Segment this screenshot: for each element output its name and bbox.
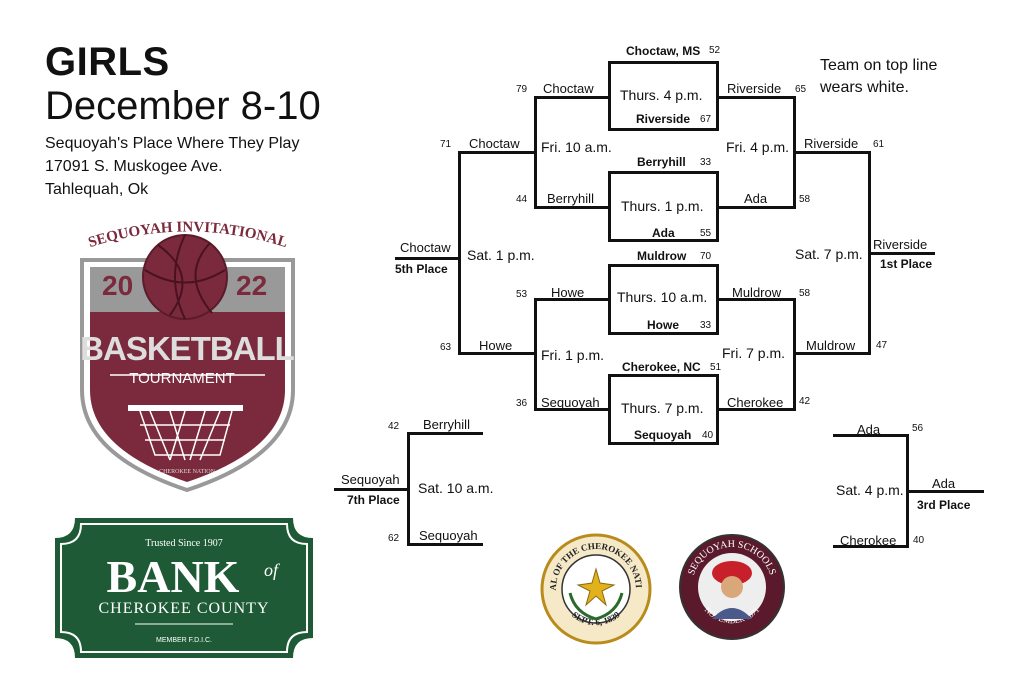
- score: 71: [440, 139, 452, 150]
- score: 58: [799, 194, 811, 205]
- place-label: 7th Place: [347, 493, 400, 507]
- team-name: Berryhill: [637, 155, 686, 169]
- team-name: Choctaw: [543, 81, 594, 96]
- place-label: 3rd Place: [917, 498, 971, 512]
- game-time: Sat. 4 p.m.: [836, 482, 904, 498]
- svg-text:BASKETBALL: BASKETBALL: [80, 330, 294, 367]
- score: 56: [912, 423, 924, 434]
- team-name: Riverside: [804, 136, 859, 151]
- game-time: Sat. 7 p.m.: [795, 246, 863, 262]
- team-name: Choctaw, MS: [626, 44, 701, 58]
- score: 40: [913, 535, 925, 546]
- score: 62: [388, 533, 400, 544]
- score: 55: [700, 228, 712, 239]
- team-name: Ada: [857, 422, 881, 437]
- game-time: Fri. 7 p.m.: [722, 345, 786, 361]
- team-name: Sequoyah: [634, 428, 692, 442]
- score: 51: [710, 362, 722, 373]
- place-label: 5th Place: [395, 262, 448, 276]
- score: 61: [873, 139, 885, 150]
- score: 52: [709, 45, 721, 56]
- place-label: 1st Place: [880, 257, 933, 271]
- score: 63: [440, 342, 452, 353]
- star-icon: [576, 567, 616, 607]
- winner-name: Choctaw: [400, 240, 451, 255]
- tournament-logo: SEQUOYAH INVITATIONAL 20 22 BASKETBALL T…: [70, 215, 305, 495]
- score: 33: [700, 320, 712, 331]
- score: 65: [795, 84, 807, 95]
- game-time: Thurs. 4 p.m.: [620, 87, 703, 103]
- cherokee-nation-seal: SEAL OF THE CHEROKEE NATION SEPT. 6, 183…: [536, 525, 652, 645]
- score: 40: [702, 430, 714, 441]
- team-name: Ada: [744, 191, 768, 206]
- team-name: Riverside: [636, 112, 691, 126]
- svg-text:CHEROKEE NATION: CHEROKEE NATION: [159, 469, 215, 475]
- game-time: Thurs. 1 p.m.: [621, 198, 704, 214]
- score: 33: [700, 157, 712, 168]
- team-name: Cherokee: [840, 533, 897, 548]
- svg-text:BANK: BANK: [107, 551, 240, 602]
- svg-text:20: 20: [102, 270, 133, 301]
- team-name: Choctaw: [469, 136, 520, 151]
- team-name: Sequoyah: [541, 395, 600, 410]
- team-name: Berryhill: [547, 191, 594, 206]
- venue-street: 17091 S. Muskogee Ave.: [45, 158, 223, 175]
- turban-icon: [712, 561, 752, 585]
- venue-city: Tahlequah, Ok: [45, 181, 149, 198]
- svg-text:TOURNAMENT: TOURNAMENT: [129, 370, 235, 387]
- team-name: Cherokee, NC: [622, 360, 701, 374]
- team-name: Muldrow: [806, 338, 856, 353]
- score: 53: [516, 289, 528, 300]
- score: 58: [799, 288, 811, 299]
- score: 44: [516, 194, 528, 205]
- team-name: Riverside: [727, 81, 782, 96]
- tournament-dates: December 8-10: [45, 84, 321, 128]
- game-time: Sat. 1 p.m.: [467, 247, 535, 263]
- game-time: Fri. 1 p.m.: [541, 347, 605, 363]
- note-line-1: Team on top line: [820, 57, 938, 74]
- svg-text:CHEROKEE COUNTY: CHEROKEE COUNTY: [99, 600, 270, 617]
- winner-name: Riverside: [873, 237, 928, 252]
- game-time: Thurs. 10 a.m.: [617, 289, 708, 305]
- bank-logo: Trusted Since 1907 BANK of CHEROKEE COUN…: [55, 518, 313, 658]
- svg-text:Trusted Since 1907: Trusted Since 1907: [145, 538, 222, 549]
- score: 79: [516, 84, 528, 95]
- winner-name: Sequoyah: [341, 472, 400, 487]
- score: 70: [700, 251, 712, 262]
- basketball-icon: [142, 234, 228, 320]
- team-name: Cherokee: [727, 395, 784, 410]
- game-time: Sat. 10 a.m.: [418, 480, 494, 496]
- score: 47: [876, 340, 888, 351]
- team-name: Berryhill: [423, 417, 470, 432]
- team-name: Sequoyah: [419, 528, 478, 543]
- score: 42: [799, 396, 811, 407]
- team-name: Ada: [652, 226, 675, 240]
- sequoyah-schools-seal: SEQUOYAH SCHOOLS NOVEMBER 1871: [678, 533, 786, 641]
- winner-name: Ada: [932, 476, 956, 491]
- team-name: Howe: [551, 285, 585, 300]
- game-time: Thurs. 7 p.m.: [621, 400, 704, 416]
- team-name: Muldrow: [637, 249, 687, 263]
- score: 36: [516, 398, 528, 409]
- bracket-title: GIRLS: [45, 40, 170, 84]
- note-line-2: wears white.: [820, 79, 909, 96]
- venue-name: Sequoyah's Place Where They Play: [45, 135, 300, 152]
- svg-text:of: of: [264, 560, 281, 580]
- score: 42: [388, 421, 400, 432]
- game-time: Fri. 10 a.m.: [541, 139, 612, 155]
- team-name: Howe: [479, 338, 513, 353]
- team-name: Muldrow: [732, 285, 782, 300]
- svg-text:22: 22: [236, 270, 267, 301]
- game-time: Fri. 4 p.m.: [726, 139, 790, 155]
- team-name: Howe: [647, 318, 680, 332]
- score: 67: [700, 114, 712, 125]
- svg-text:MEMBER F.D.I.C.: MEMBER F.D.I.C.: [156, 637, 212, 644]
